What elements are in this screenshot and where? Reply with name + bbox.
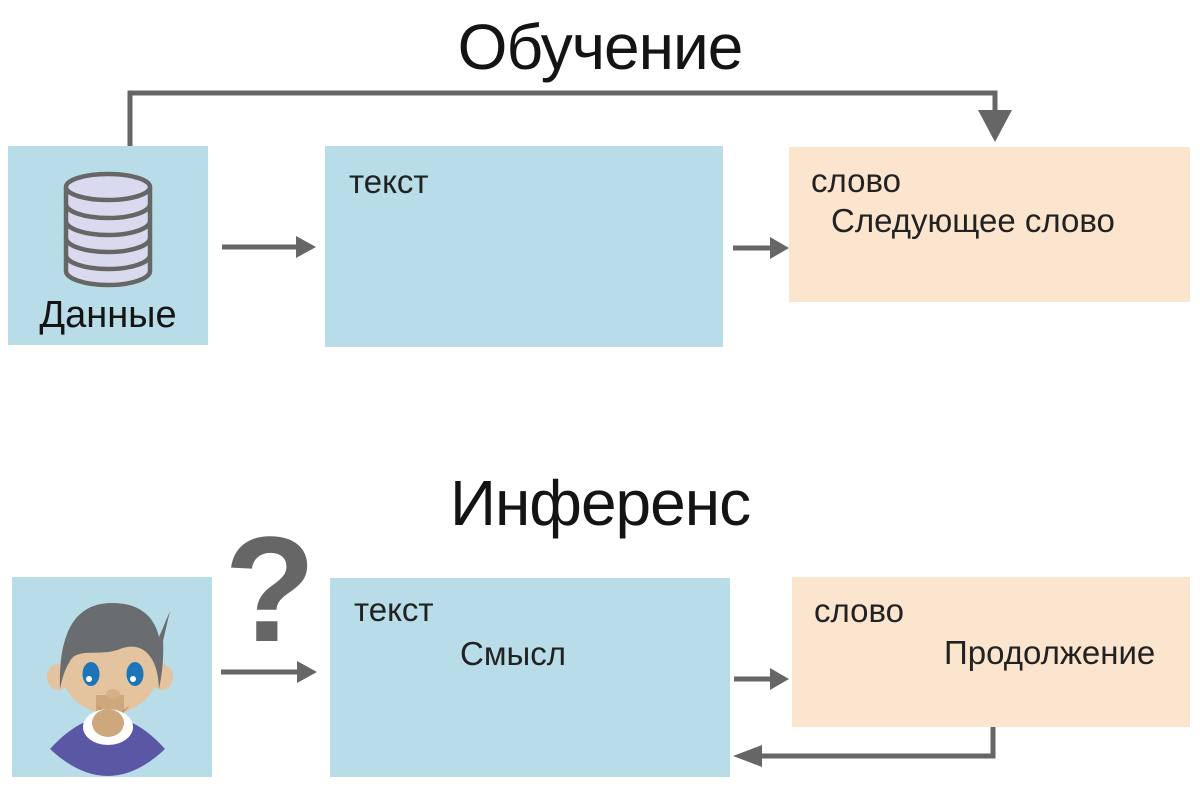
training-loop-arrow [127,90,1012,146]
arrow-right-icon [770,668,789,690]
inference-title: Инференс [449,467,751,539]
training-data-box: Данные [8,146,208,345]
inference-user-box [12,577,212,777]
arrow-right-icon [296,236,316,258]
user-avatar-icon [47,603,173,776]
inference-arrow-text-to-word [734,668,789,690]
training-data-label: Данные [39,294,177,336]
inference-word-box: слово Продолжение [792,577,1190,727]
inference-return-arrow [733,727,996,767]
inference-text-label: текст [354,591,434,628]
inference-continuation-label: Продолжение [944,634,1156,671]
training-title: Обучение [457,11,744,83]
inference-meaning-label: Смысл [460,635,566,672]
training-text-box: текст [325,146,723,347]
question-mark: ? [224,505,316,673]
training-arrow-data-to-text [222,236,316,258]
arrow-left-icon [733,745,762,767]
database-icon [63,171,153,288]
training-arrow-text-to-word [733,237,789,259]
training-word-label: слово [811,162,901,199]
training-next-word-label: Следующее слово [831,202,1115,239]
arrow-down-icon [978,110,1012,142]
training-text-label: текст [349,163,429,200]
training-word-box: слово Следующее слово [789,147,1190,302]
inference-text-box: текст Смысл [330,578,730,777]
inference-word-label: слово [814,592,904,629]
arrow-right-icon [770,237,789,259]
